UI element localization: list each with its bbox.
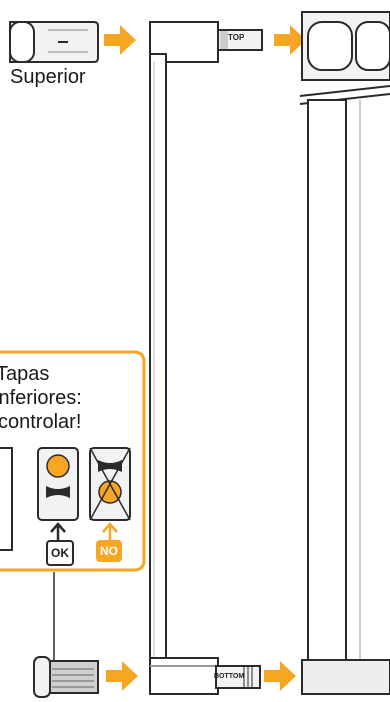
callout-line-2: inferiores: [0, 387, 82, 409]
leader-line [53, 572, 55, 660]
callout-line-3: controlar! [0, 411, 82, 433]
no-label: NO [100, 544, 118, 558]
no-badge: NO [96, 540, 122, 562]
bottom-tag: BOTTOM [214, 673, 245, 680]
top-cap-part [9, 21, 99, 63]
cap-wrong-illustration [89, 447, 131, 542]
bottom-cap-part [33, 656, 99, 698]
arrow-right-icon [106, 661, 138, 691]
ok-badge: OK [46, 540, 74, 566]
ok-label: OK [51, 546, 69, 560]
cap-correct-illustration [37, 447, 79, 542]
arrow-right-icon [274, 25, 306, 55]
gate-assembled [299, 11, 390, 695]
arrow-right-icon [264, 661, 296, 691]
partial-cap-illustration [0, 447, 13, 551]
callout-line-1: Tapas [0, 363, 50, 385]
arrow-right-icon [104, 25, 136, 55]
gate-frame-side [149, 21, 263, 695]
superior-label: Superior [10, 66, 86, 88]
top-tag: TOP [228, 33, 245, 42]
